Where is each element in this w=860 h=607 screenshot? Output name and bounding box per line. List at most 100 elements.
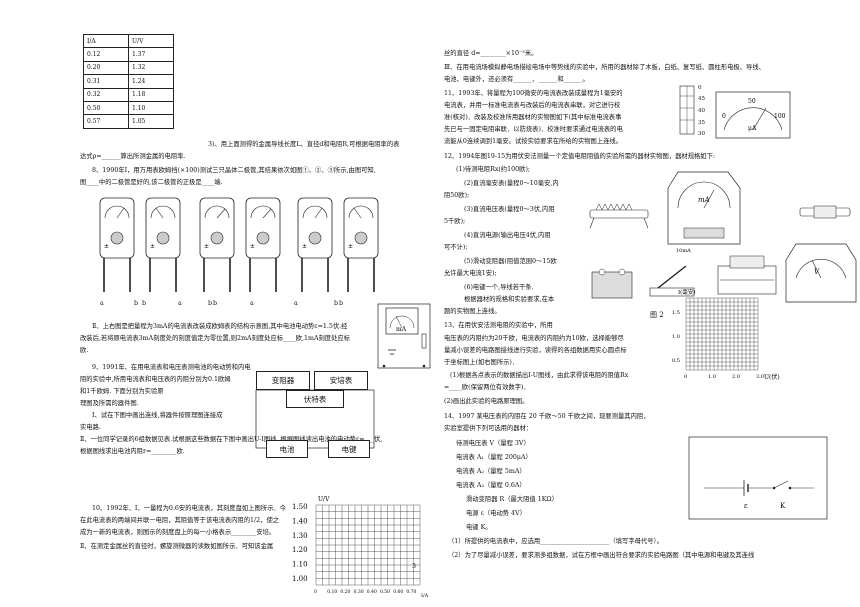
q14-text: （1）所提供的电流表中，应选用______________________（填写… [448, 538, 663, 545]
q14-text: 14、1997 某电压表的内阻在 20 千欧～50 千欧之间，现要测量其内阻， [444, 413, 650, 420]
circuit-key-label: K [780, 502, 786, 510]
circuit-box-figure: ε K [688, 436, 828, 520]
circuit-emf-label: ε [744, 502, 748, 510]
q9-text: 理图及所需的器件图. [80, 400, 139, 407]
V-label: V [814, 268, 820, 276]
iu-ytick: 1.0 [672, 334, 680, 340]
q10-text: 成为一新的电流表，则图示的刻度盘上的每一小格表示________安培。 [80, 529, 276, 536]
q14-text: 电流表 A₂（量程 5mA） [456, 468, 526, 475]
item-text: (4)直流电源(输出电压4伏,内阻 [464, 232, 551, 239]
svg-text:±: ± [348, 243, 353, 250]
meter-terminal-label: a [250, 300, 254, 307]
r-text: 丝的直径 d=________×10⁻³米。 [444, 50, 538, 57]
multimeter-1: ± [99, 197, 135, 292]
q13-text: 量减小误差的电路图接线进行实验，读得的各组数据用实心圆点标 [444, 347, 627, 354]
q10-text: 10、1992年、Ⅰ、一量程为0.6安的电流表，其刻度盘如上图所示．今 [92, 505, 286, 512]
meter-terminal-label: b [213, 300, 218, 307]
scale-tick: 45 [698, 96, 705, 102]
micro-tick: 50 [748, 98, 756, 105]
q9-text: 和1千欧姆. 下面分别为实验原 [80, 388, 164, 395]
item-text: (3)直流电压表(量程0～3伏,内阻 [464, 206, 555, 213]
ui-ytick: 1.00 [292, 575, 308, 583]
q8-text: 图____中的二极管是好的,该二极管的正极是____端. [80, 179, 223, 186]
multimeter-2: ± [145, 197, 181, 292]
battery-box: 电池 [266, 440, 308, 458]
iu-xtick: 3.0 [756, 374, 764, 380]
iu-xtick: 2.0 [732, 374, 740, 380]
table-header-cell: U/V [128, 33, 174, 49]
r-text: 11、1993年、将量程为100微安的电流表改装成量程为1毫安的 [444, 90, 623, 97]
item-text: (6)电键一个,导线若干条. [464, 284, 534, 291]
q14-text: 电源 ε（电动势 4V） [466, 510, 526, 517]
mA-label: mA [698, 196, 710, 204]
q9-text: Ⅱ、一位同学记录的6组数据见表.试根据这些数据在下图中画出U-I图线. 根据图线… [80, 436, 383, 443]
multimeter-3: ± [199, 197, 235, 292]
q13-text: (2)画出此实验的电路原理图。 [444, 398, 529, 405]
q8-text: 8、1990年Ⅰ，用万用表欧姆挡(×100)测试三只晶体二极管,其结果依次如图①… [92, 167, 376, 174]
apparatus-figure: mA 10mA V [589, 171, 857, 303]
table-cell: 1.05 [128, 114, 174, 129]
microammeter-figure: 0 50 100 μA [715, 91, 791, 139]
ohmmeter-figure: mA [377, 303, 431, 369]
vertical-scale-figure [679, 85, 695, 135]
q13-text: 13、在用伏安法测电阻的实验中，所用 [444, 322, 553, 329]
q9-text: 实电路. [80, 424, 101, 431]
ui-xtick: 0 [314, 589, 317, 595]
q13-text: (1)根据各点表示的数据描出I-U图线，由此求得该电阻的阻值Rx [450, 372, 629, 379]
mA-meter-device: mA 10mA [667, 171, 741, 254]
ui-chart-ylabel: U/V [318, 496, 330, 503]
r-text: 电池、电键外，还必须有______、______和______。 [444, 76, 589, 83]
table-header-cell: I/A [83, 33, 129, 49]
voltmeter-box: 伏特表 [286, 390, 344, 408]
q14-text: 电流表 A₁（量程 200μA） [456, 454, 532, 461]
scale-tick: 30 [698, 131, 705, 137]
iu-xtick: 1.0 [708, 374, 716, 380]
iu-chart-ylabel: I(毫安) [678, 288, 695, 296]
table-cell: 1.10 [128, 100, 174, 116]
r-text: 12、1994年图19-15为用伏安法测量一个定值电阻阻值的实验所需的器材实物图… [444, 153, 715, 160]
table-cell: 0.57 [83, 114, 129, 129]
r-text: 流能从0连续调到1毫安。试按实验要求在所给的实物图上连线。 [444, 138, 623, 145]
q9-text: 阻的实验中,所用电流表和电压表的内阻分别为0.1欧姆 [80, 376, 231, 383]
item-text: 根据器材的规格和实验要求,在本 [464, 296, 555, 303]
multimeter-4: ± [245, 197, 281, 292]
q13-text: 电压表的内阻约为20千欧，电流表的内阻约为10欧，选择能够尽 [444, 335, 624, 342]
tenmA-label: 10mA [676, 248, 691, 254]
item-text: 允许最大电流1安); [444, 270, 497, 277]
micro-tick: 100 [774, 113, 786, 120]
ui-ytick: 1.50 [292, 503, 308, 511]
ui-ytick: 1.40 [292, 517, 308, 525]
meter-terminal-label: b [334, 300, 339, 307]
knife-switch-device [649, 265, 695, 297]
meter-terminal-label: b [208, 300, 213, 307]
q3-text: 3)、用上面测得的金属导线长度L、直径d和电阻R,可根据电阻率的表 [208, 141, 400, 148]
rheostat-device [717, 255, 777, 295]
iu-xtick: 0 [684, 374, 687, 380]
q8-part2-text: 欧. [80, 347, 89, 354]
q9-text: 根据图线求出电池内阻r=________欧. [80, 448, 185, 455]
scale-tick: 40 [698, 108, 705, 114]
ui-ytick: 1.10 [292, 561, 308, 569]
multimeter-6: ± [343, 197, 379, 292]
iu-chart-xlabel: U(伏) [764, 373, 780, 381]
r-text: Ⅲ、在用电流场模拟静电场描绘电场中等势线的实验中，所用的器材除了木板，白纸、复写… [444, 64, 765, 71]
meter-terminal-label: b [134, 300, 139, 307]
svg-text:±: ± [150, 243, 155, 250]
item-text: 阻50欧); [444, 192, 470, 199]
ui-ytick: 1.20 [292, 546, 308, 554]
rheostat-box: 变阻器 [256, 371, 310, 390]
table-cell: 0.31 [83, 74, 129, 89]
q13-text: 于坐标图上(如右图所示)． [444, 359, 519, 366]
q14-text: 滑动变阻器 R（最大阻值 1KΩ） [466, 496, 558, 503]
item-text: 题的实物图上连线。 [444, 308, 501, 315]
ui-xtick: 0.20 [340, 589, 350, 595]
q10-text: 在此电流表的两端间并联一电阻，其阻值等于该电流表内阻的1/2，使之 [80, 517, 280, 524]
table-cell: 1.24 [128, 74, 174, 89]
ui-xtick: 0.70 [406, 589, 416, 595]
right-column: 丝的直径 d=________×10⁻³米。 Ⅲ、在用电流场模拟静电场描绘电场中… [430, 0, 860, 607]
svg-text:±: ± [104, 243, 109, 250]
q14-text: 待测电压表 V（量程 3V） [456, 440, 530, 447]
